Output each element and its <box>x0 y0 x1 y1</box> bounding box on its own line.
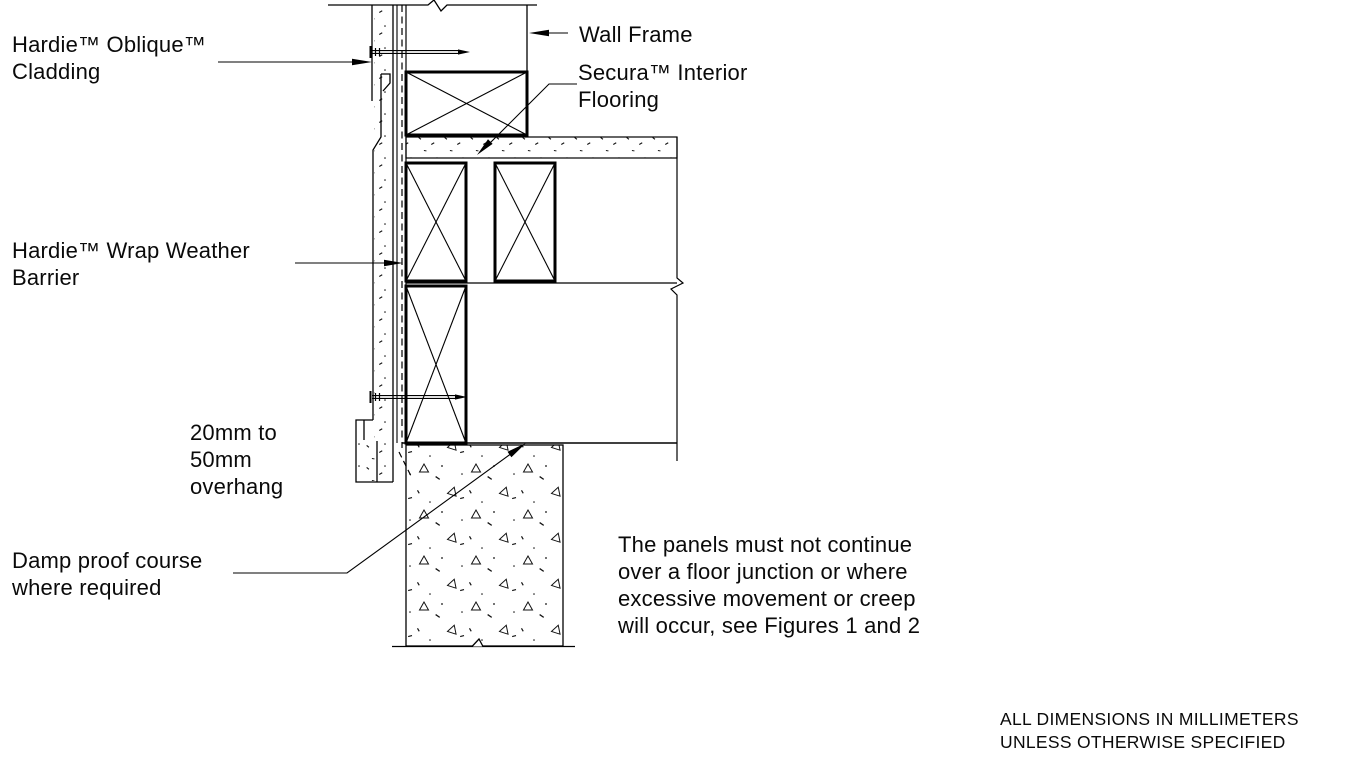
leader-cladding <box>218 58 372 66</box>
panel-junction-note: The panels must not continue over a floo… <box>618 532 921 638</box>
leader-damp-proof-course <box>233 443 526 574</box>
leader-wall-frame <box>529 29 568 37</box>
callout-cladding: Hardie™ Oblique™ Cladding <box>12 32 206 84</box>
cladding-panel <box>355 5 394 483</box>
callout-weather-barrier: Hardie™ Wrap Weather Barrier <box>12 238 250 290</box>
lower-wall-framing <box>402 137 685 461</box>
bottom-plate-blocking <box>404 70 529 137</box>
callout-overhang: 20mm to 50mm overhang <box>190 420 284 499</box>
callout-wall-frame: Wall Frame <box>579 22 693 47</box>
callout-interior-flooring: Secura™ Interior Flooring <box>578 60 748 112</box>
concrete-foundation <box>392 444 575 648</box>
flooring-slab <box>405 136 678 159</box>
fastener-top <box>369 46 470 58</box>
floor-joist <box>404 161 557 283</box>
fastener-bottom <box>369 391 467 403</box>
callout-damp-proof-course: Damp proof course where required <box>12 548 203 600</box>
leader-interior-flooring <box>477 83 577 155</box>
dimensions-note: ALL DIMENSIONS IN MILLIMETERS UNLESS OTH… <box>1000 709 1299 752</box>
leader-weather-barrier <box>295 259 403 267</box>
